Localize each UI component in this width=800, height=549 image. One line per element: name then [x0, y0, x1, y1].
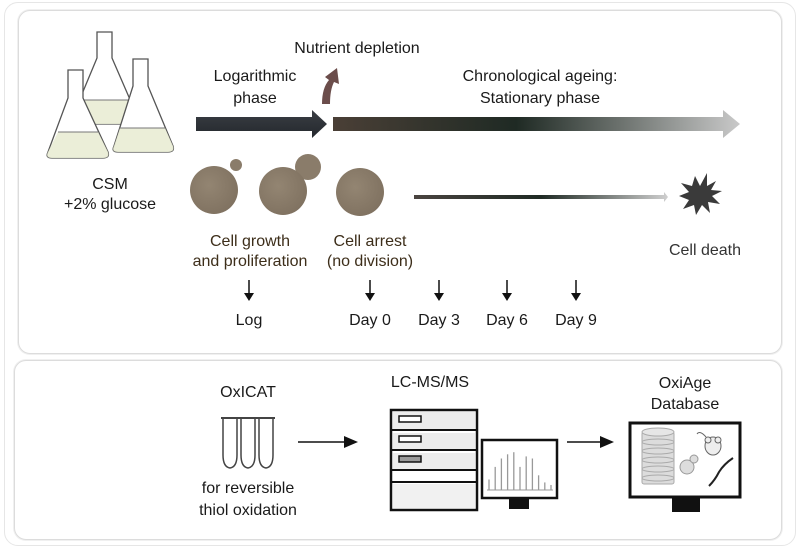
workflow-arrow-2: [567, 436, 614, 448]
cell-arrest-label-line1: Cell arrest: [333, 233, 407, 250]
cell-death-label: Cell death: [668, 242, 742, 259]
timepoint-day9: Day 9: [555, 312, 597, 329]
timepoint-arrow-day9: [571, 280, 581, 301]
database-title-line1: OxiAge: [658, 375, 712, 392]
lc-ms-title: LC-MS/MS: [390, 374, 470, 391]
database-monitor-icon: [628, 421, 742, 512]
yeast-cell-icon: [679, 454, 699, 475]
figure-frame: [4, 2, 796, 546]
stationary-phase-label-line1: Chronological ageing:: [462, 68, 618, 85]
timepoint-arrow-day3: [434, 280, 444, 301]
timepoint-arrow-log: [244, 280, 254, 301]
stationary-phase-arrow: [333, 110, 740, 138]
timepoint-day0: Day 0: [349, 312, 391, 329]
lc-ms-instrument-icon: [389, 408, 479, 512]
dividing-cell-icon: [259, 154, 321, 215]
arrested-cell-icon: [336, 168, 384, 216]
database-title-line2: Database: [650, 396, 720, 413]
flask-icon-front: [46, 69, 110, 159]
cell-arrest-label-line2: (no division): [326, 253, 414, 270]
stationary-phase-label-line2: Stationary phase: [479, 90, 601, 107]
oxicat-desc-line1: for reversible: [201, 480, 295, 497]
timepoint-day3: Day 3: [418, 312, 460, 329]
budding-cell-icon: [190, 159, 242, 214]
cell-death-arrow: [414, 192, 668, 202]
timepoint-day6: Day 6: [486, 312, 528, 329]
flask-icon-right: [112, 58, 175, 153]
timepoint-arrow-day0: [365, 280, 375, 301]
timepoint-arrow-day6: [502, 280, 512, 301]
logarithmic-phase-arrow: [196, 110, 327, 138]
log-phase-label-line1: Logarithmic: [213, 68, 297, 85]
spectrum-monitor-icon: [480, 438, 559, 509]
medium-label-line2: +2% glucose: [63, 196, 157, 213]
timepoint-log: Log: [235, 312, 263, 329]
oxicat-title: OxICAT: [220, 384, 276, 401]
nutrient-depletion-arrow: [322, 68, 339, 104]
cell-death-icon: [679, 173, 722, 215]
mouse-icon: [696, 432, 722, 456]
database-cylinder-icon: [641, 427, 675, 485]
workflow-arrow-1: [298, 436, 358, 448]
cell-growth-label-line1: Cell growth: [209, 233, 291, 250]
timepoint-arrows: [244, 280, 581, 301]
medium-label-line1: CSM: [92, 176, 128, 193]
oxicat-desc-line2: thiol oxidation: [199, 502, 297, 519]
sample-tubes-icon: [221, 417, 275, 469]
nutrient-depletion-label: Nutrient depletion: [294, 40, 420, 57]
cell-growth-label-line2: and proliferation: [192, 253, 308, 270]
worm-icon: [708, 457, 734, 487]
spectrum-peaks: [488, 452, 552, 490]
log-phase-label-line2: phase: [233, 90, 277, 107]
